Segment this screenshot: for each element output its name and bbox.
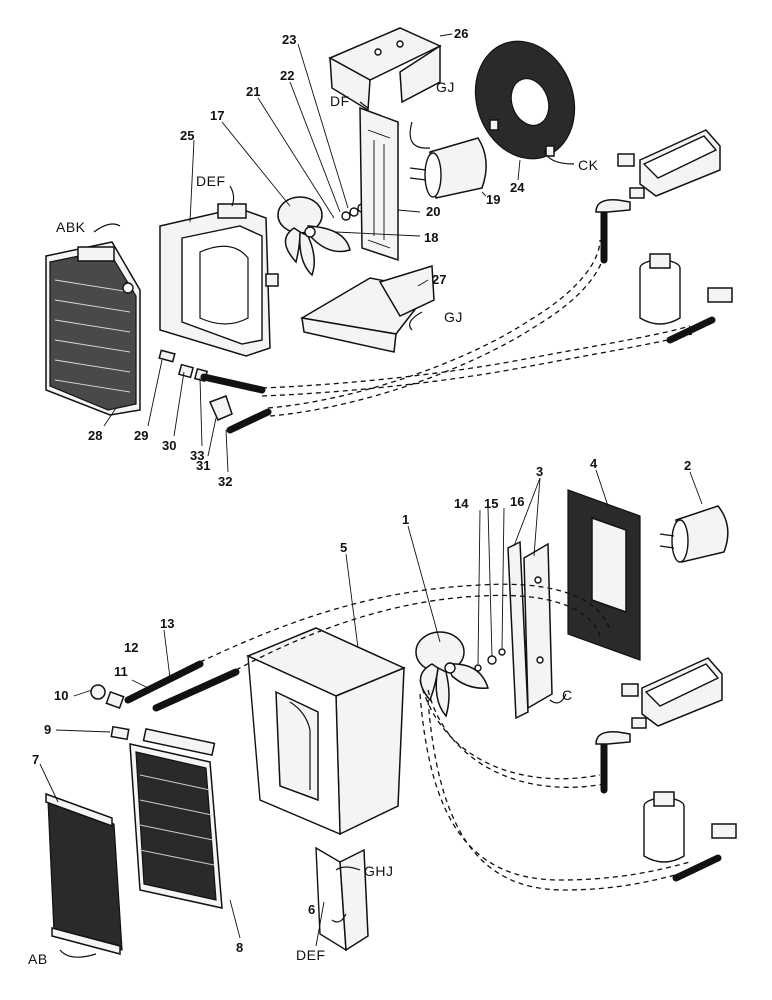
label-part-4: 4 — [590, 456, 598, 471]
code-c: C — [562, 687, 573, 703]
code-def-top: DEF — [196, 173, 226, 189]
label-part-13: 13 — [160, 616, 174, 631]
code-arrows — [59, 101, 575, 958]
label-part-25: 25 — [180, 128, 194, 143]
fan-shroud-top — [159, 203, 279, 357]
screen-bottom-left — [45, 792, 123, 955]
label-part-21: 21 — [246, 84, 260, 99]
label-part-8: 8 — [236, 940, 243, 955]
fitting-10 — [90, 684, 106, 700]
hose-top-upper-dashed — [261, 325, 691, 389]
code-gj-top: GJ — [436, 79, 455, 95]
hose-top-lower — [226, 408, 272, 434]
radiator-top — [45, 241, 141, 416]
fitting-9 — [110, 725, 130, 741]
fitting-29 — [158, 349, 176, 363]
label-part-17: 17 — [210, 108, 224, 123]
part-number-labels: 23 22 21 17 25 26 19 20 18 24 27 28 29 3… — [32, 26, 691, 955]
label-part-5: 5 — [340, 540, 347, 555]
label-part-19: 19 — [486, 192, 500, 207]
filter-top — [639, 253, 733, 325]
label-part-3: 3 — [536, 464, 543, 479]
washer-14 — [474, 664, 482, 672]
washer-15 — [487, 655, 497, 665]
label-part-2: 2 — [684, 458, 691, 473]
label-part-16: 16 — [510, 494, 524, 509]
mounting-bars — [507, 540, 553, 720]
lower-bracket-top — [299, 265, 435, 353]
filter-bottom — [643, 791, 737, 863]
motor-top — [409, 137, 487, 199]
label-part-20: 20 — [426, 204, 440, 219]
fitting-30 — [177, 363, 195, 379]
hose-top-upper — [200, 373, 266, 394]
code-ck: CK — [578, 157, 599, 173]
label-part-10: 10 — [54, 688, 68, 703]
label-part-28: 28 — [88, 428, 102, 443]
label-part-29: 29 — [134, 428, 148, 443]
label-part-30: 30 — [162, 438, 176, 453]
code-df: DF — [330, 93, 350, 109]
label-part-32: 32 — [218, 474, 232, 489]
label-part-23: 23 — [282, 32, 296, 47]
label-part-27: 27 — [432, 272, 446, 287]
label-part-7: 7 — [32, 752, 39, 767]
label-part-33: 33 — [190, 448, 204, 463]
code-ab: AB — [28, 951, 48, 967]
valve-block-top — [617, 129, 721, 199]
washer-21 — [341, 211, 351, 221]
fan-bottom — [415, 631, 489, 718]
leader-lines — [39, 33, 703, 947]
label-part-15: 15 — [484, 496, 498, 511]
hose-13 — [152, 668, 240, 712]
label-part-31: 31 — [196, 458, 210, 473]
label-part-6: 6 — [308, 902, 315, 917]
hose-12 — [124, 660, 204, 704]
elbow-31 — [208, 395, 233, 421]
fan-shroud-box — [246, 627, 406, 836]
label-part-1: 1 — [402, 512, 409, 527]
washer-22 — [349, 207, 359, 217]
code-abk: ABK — [56, 219, 86, 235]
label-part-24: 24 — [510, 180, 525, 195]
label-part-14: 14 — [454, 496, 469, 511]
label-part-11: 11 — [114, 664, 128, 679]
radiator-bottom — [129, 727, 223, 909]
motor-bottom — [659, 505, 729, 563]
label-part-18: 18 — [424, 230, 438, 245]
label-part-22: 22 — [280, 68, 294, 83]
washer-16 — [498, 648, 506, 656]
code-def-bottom: DEF — [296, 947, 326, 963]
label-part-9: 9 — [44, 722, 51, 737]
bracket-6 — [315, 846, 369, 952]
motor-bracket-top — [359, 106, 399, 262]
letter-code-labels: ABK DEF DF GJ CK GJ C GHJ DEF AB — [28, 79, 599, 967]
code-gj-mid: GJ — [444, 309, 463, 325]
label-part-12: 12 — [124, 640, 138, 655]
code-ghj: GHJ — [364, 863, 394, 879]
screen-bottom-right — [567, 489, 641, 661]
fan-top — [277, 196, 351, 277]
top-bracket — [328, 27, 442, 112]
valve-block-bottom — [621, 657, 723, 729]
label-part-26: 26 — [454, 26, 468, 41]
fan-guard-top — [474, 40, 576, 160]
fitting-11 — [105, 691, 125, 709]
